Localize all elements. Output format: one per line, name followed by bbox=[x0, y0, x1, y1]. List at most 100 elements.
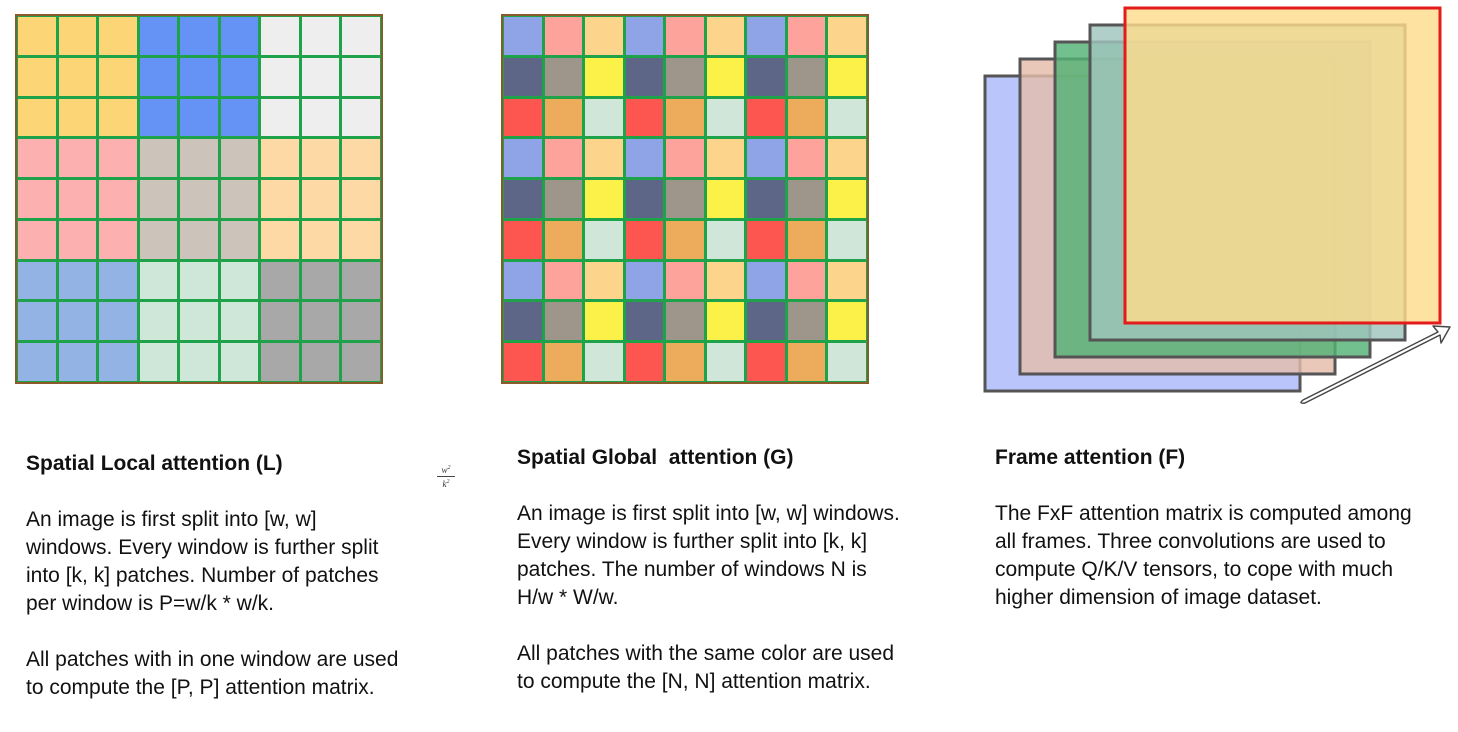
global-patch bbox=[828, 343, 866, 381]
local-patch bbox=[301, 57, 340, 96]
global-patch bbox=[585, 57, 623, 96]
global-patch bbox=[504, 302, 542, 341]
global-patch bbox=[544, 343, 583, 381]
global-patch bbox=[504, 180, 542, 218]
global-patch bbox=[544, 139, 583, 178]
local-patch bbox=[220, 180, 259, 218]
global-patch bbox=[544, 261, 583, 300]
global-attention-caption: Spatial Global attention (G) An image is… bbox=[517, 444, 907, 724]
local-patch bbox=[261, 139, 299, 178]
local-patch bbox=[99, 343, 137, 381]
local-patch bbox=[301, 98, 340, 137]
global-patch bbox=[585, 180, 623, 218]
local-patch bbox=[180, 220, 218, 259]
global-patch bbox=[544, 180, 583, 218]
local-patch bbox=[99, 220, 137, 259]
global-patch bbox=[666, 302, 704, 341]
local-attention-caption: Spatial Local attention (L) An image is … bbox=[26, 450, 406, 730]
local-attention-desc-1: An image is first split into [w, w] wind… bbox=[26, 508, 379, 615]
global-patch bbox=[706, 57, 745, 96]
local-patch bbox=[58, 302, 97, 341]
local-attention-grid bbox=[15, 14, 383, 384]
global-patch bbox=[747, 302, 785, 341]
global-patch bbox=[666, 261, 704, 300]
local-patch bbox=[342, 343, 380, 381]
global-patch bbox=[666, 98, 704, 137]
global-patch bbox=[666, 220, 704, 259]
global-patch bbox=[625, 57, 664, 96]
global-patch bbox=[625, 302, 664, 341]
global-patch bbox=[585, 261, 623, 300]
global-patch bbox=[625, 180, 664, 218]
global-patch bbox=[747, 139, 785, 178]
local-patch bbox=[58, 261, 97, 300]
global-patch bbox=[504, 139, 542, 178]
local-patch bbox=[180, 180, 218, 218]
local-patch bbox=[261, 98, 299, 137]
global-patch bbox=[544, 57, 583, 96]
global-patch bbox=[828, 17, 866, 55]
local-patch bbox=[180, 261, 218, 300]
local-patch bbox=[220, 139, 259, 178]
global-patch bbox=[828, 180, 866, 218]
global-patch bbox=[828, 98, 866, 137]
local-patch bbox=[180, 17, 218, 55]
global-patch bbox=[828, 261, 866, 300]
global-patch bbox=[706, 261, 745, 300]
local-patch bbox=[220, 57, 259, 96]
global-patch bbox=[544, 302, 583, 341]
arrow-icon bbox=[1300, 325, 1451, 404]
local-patch bbox=[342, 302, 380, 341]
local-patch bbox=[342, 98, 380, 137]
local-patch bbox=[99, 57, 137, 96]
local-patch bbox=[18, 98, 56, 137]
global-patch bbox=[585, 139, 623, 178]
global-patch bbox=[625, 139, 664, 178]
local-patch bbox=[58, 17, 97, 55]
local-patch bbox=[139, 180, 178, 218]
local-patch bbox=[139, 98, 178, 137]
global-patch bbox=[828, 302, 866, 341]
local-patch bbox=[139, 57, 178, 96]
frame-attention-title: Frame attention (F) bbox=[995, 446, 1186, 469]
local-patch bbox=[99, 98, 137, 137]
global-patch bbox=[706, 98, 745, 137]
global-patch bbox=[828, 57, 866, 96]
local-patch bbox=[18, 220, 56, 259]
local-patch bbox=[18, 261, 56, 300]
global-patch bbox=[585, 98, 623, 137]
local-patch bbox=[261, 302, 299, 341]
local-patch bbox=[139, 17, 178, 55]
global-patch bbox=[585, 302, 623, 341]
global-patch bbox=[787, 261, 826, 300]
local-patch bbox=[261, 57, 299, 96]
local-patch bbox=[220, 302, 259, 341]
local-attention-desc-2: All patches with in one window are used … bbox=[26, 648, 399, 699]
global-patch bbox=[706, 302, 745, 341]
global-patch bbox=[787, 139, 826, 178]
global-patch bbox=[787, 302, 826, 341]
local-patch bbox=[180, 139, 218, 178]
global-patch bbox=[706, 220, 745, 259]
local-patch bbox=[180, 57, 218, 96]
local-patch bbox=[99, 17, 137, 55]
local-patch bbox=[180, 343, 218, 381]
local-patch bbox=[342, 139, 380, 178]
global-patch bbox=[747, 343, 785, 381]
global-patch bbox=[787, 180, 826, 218]
local-patch bbox=[99, 261, 137, 300]
global-attention-title: Spatial Global attention (G) bbox=[517, 446, 794, 469]
global-attention-grid bbox=[501, 14, 869, 384]
global-patch bbox=[706, 17, 745, 55]
local-patch bbox=[301, 302, 340, 341]
local-patch bbox=[301, 139, 340, 178]
local-patch bbox=[342, 261, 380, 300]
local-patch bbox=[220, 220, 259, 259]
local-patch bbox=[18, 139, 56, 178]
local-patch bbox=[58, 57, 97, 96]
global-patch bbox=[747, 57, 785, 96]
global-patch bbox=[787, 98, 826, 137]
local-patch bbox=[261, 17, 299, 55]
global-patch bbox=[747, 17, 785, 55]
local-patch bbox=[58, 139, 97, 178]
